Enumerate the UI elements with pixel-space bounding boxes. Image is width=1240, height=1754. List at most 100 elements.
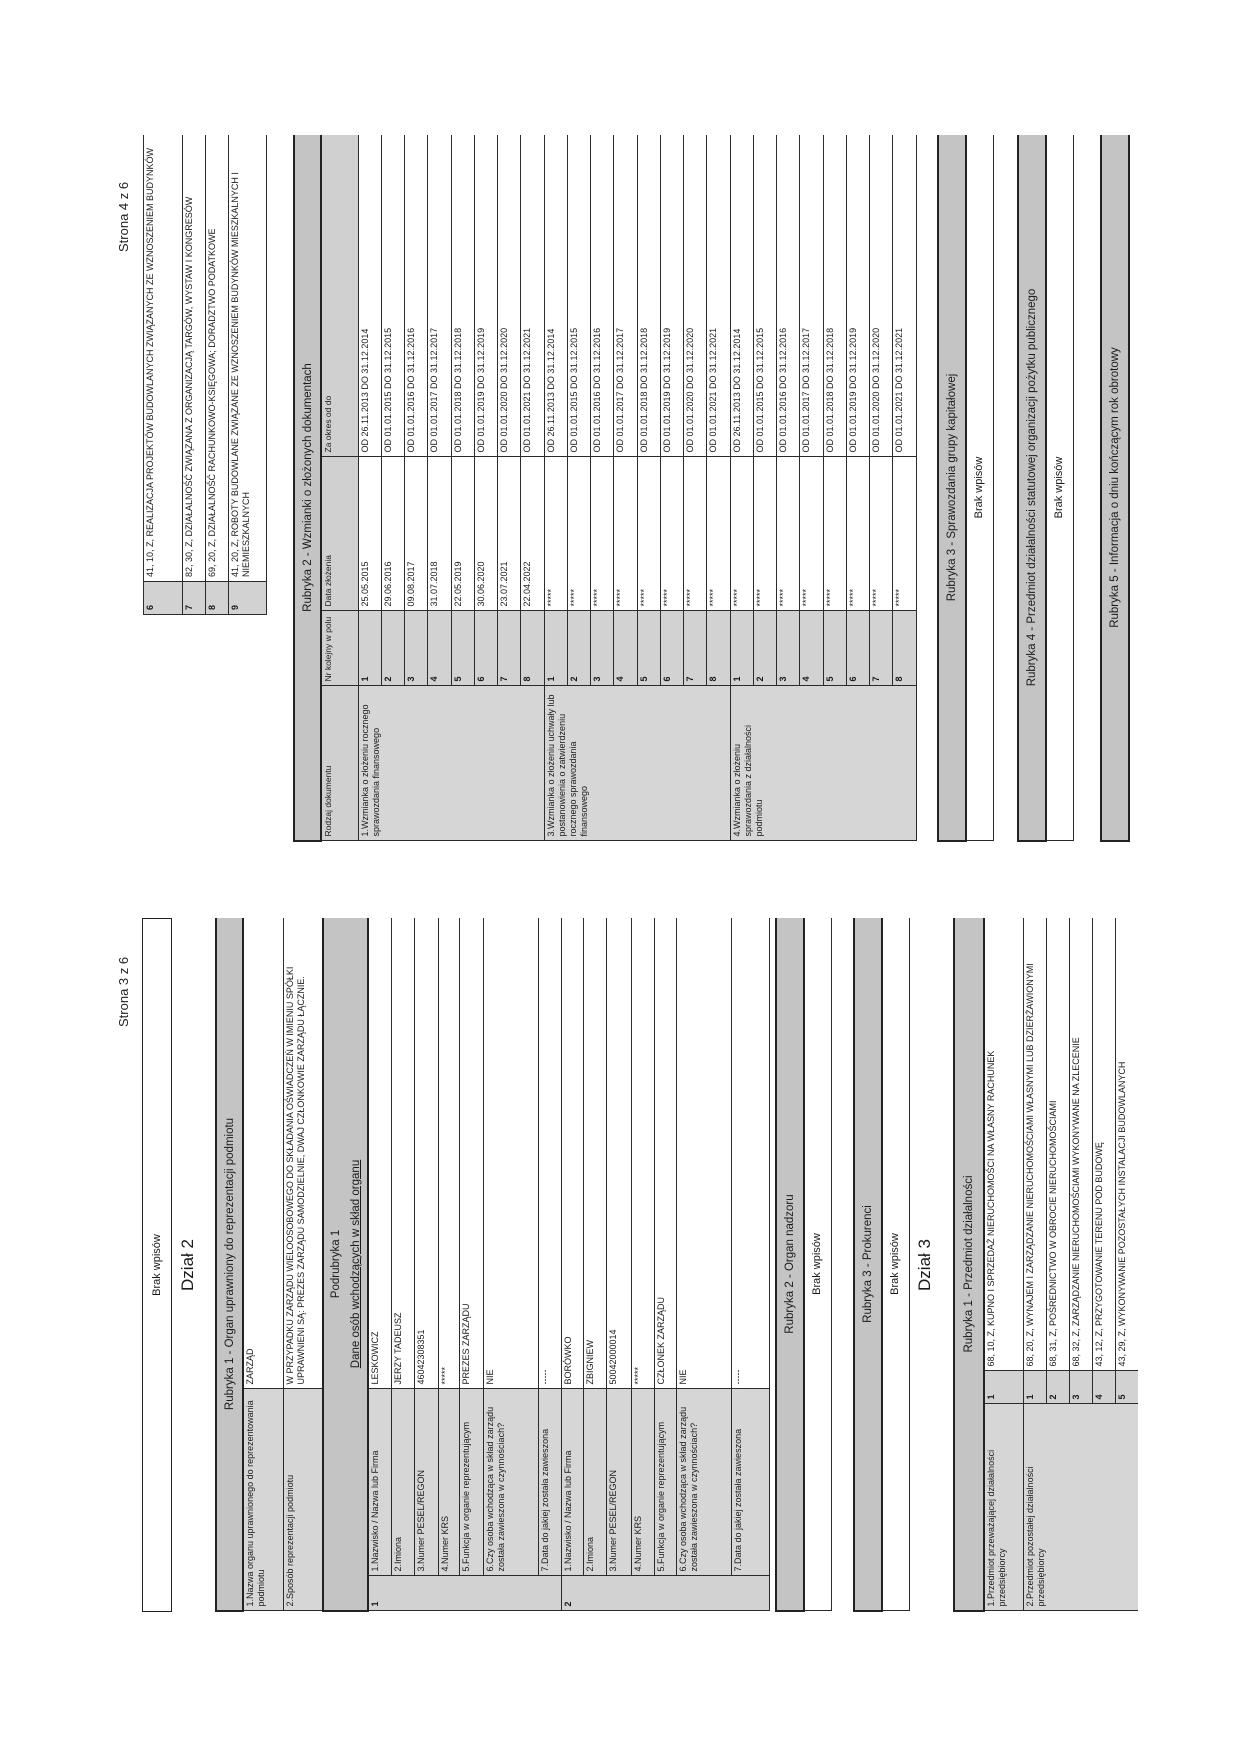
- rubryka-title: Rubryka 1 - Organ uprawniony do reprezen…: [216, 918, 243, 1611]
- person-index: 1: [368, 1576, 561, 1611]
- field-value: 50042000014: [606, 918, 631, 1389]
- entry-number: 4: [799, 611, 823, 686]
- field-label: 5.Funkcja w organie reprezentującym: [654, 1389, 676, 1576]
- field-label: 1.Nazwisko / Nazwa lub Firma: [561, 1389, 583, 1576]
- period: OD 01.01.2020 DO 31.12.2020: [683, 135, 707, 457]
- empty-note: Brak wpisów: [151, 1234, 163, 1296]
- activity-row: 2.Przedmiot pozostałej działalności prze…: [1023, 918, 1138, 1611]
- entry-number: 2: [381, 611, 405, 686]
- table-header-row: Rubryka 1 - Organ uprawniony do reprezen…: [216, 918, 243, 1611]
- item-index: 8: [205, 581, 229, 615]
- period: OD 01.01.2016 DO 31.12.2016: [776, 135, 800, 457]
- filing-date: *****: [683, 457, 707, 611]
- period: OD 01.01.2020 DO 31.12.2020: [497, 135, 521, 457]
- document-type: 3.Wzmianka o złożeniu uchwały lub postan…: [544, 686, 730, 841]
- entry-number: 6: [660, 611, 684, 686]
- entry-number: 7: [497, 611, 521, 686]
- rubryka-5-rok-obrotowy-table: Rubryka 5 - Informacja o dniu kończącym …: [1100, 135, 1130, 842]
- person-field-row: 4.Numer KRS*****: [438, 918, 459, 1611]
- column-header-okres: Za okres od do: [321, 135, 358, 457]
- filing-date: *****: [799, 457, 823, 611]
- activity-value: 68, 20, Z, WYNAJEM I ZARZĄDZANIE NIERUCH…: [1023, 918, 1046, 1371]
- field-label: 7.Data do jakiej została zawieszona: [538, 1389, 561, 1576]
- subsection-subtitle: Dane osób wchodzących w skład organu: [349, 1159, 362, 1369]
- table-header-row: Rubryka 3 - Prokurenci: [854, 918, 882, 1611]
- rubryka-1-organ-table: Rubryka 1 - Organ uprawniony do reprezen…: [215, 918, 770, 1612]
- person-field-row: 6.Czy osoba wchodząca w skład zarządu zo…: [676, 918, 731, 1611]
- field-value: ZBIGNIEW: [583, 918, 606, 1389]
- empty-note: Brak wpisów: [882, 918, 909, 1611]
- filing-date: 23.07.2021: [497, 457, 521, 611]
- filing-date: *****: [823, 457, 847, 611]
- field-label: 3.Numer PESEL/REGON: [414, 1389, 438, 1576]
- field-value: JERZY TADEUSZ: [391, 918, 414, 1389]
- field-value: -----: [538, 918, 561, 1389]
- empty-note: Brak wpisów: [804, 918, 831, 1611]
- period: OD 26.11.2013 DO 31.12.2014: [358, 135, 382, 457]
- filing-date: 22.04.2022: [520, 457, 544, 611]
- entry-number: 1: [358, 611, 382, 686]
- entry-number: 1: [730, 611, 754, 686]
- field-value: CZŁONEK ZARZĄDU: [654, 918, 676, 1389]
- rubryka-title: Rubryka 2 - Wzmianki o złożonych dokumen…: [294, 135, 321, 841]
- field-value: W PRZYPADKU ZARZĄDU WIELOOSOBOWEGO DO SK…: [283, 918, 323, 1389]
- page-number: Strona 4 z 6: [116, 181, 131, 252]
- previous-section-empty-box: Brak wpisów: [142, 918, 172, 1612]
- period: OD 01.01.2021 DO 31.12.2021: [892, 135, 916, 457]
- period: OD 01.01.2020 DO 31.12.2020: [869, 135, 893, 457]
- rubryka-title: Rubryka 3 - Sprawozdania grupy kapitałow…: [938, 135, 966, 841]
- field-label: 1.Przedmiot przeważającej działalności p…: [984, 1404, 1023, 1611]
- rubryka-title: Rubryka 2 - Organ nadzoru: [776, 918, 804, 1611]
- column-header-rodzaj: Rodzaj dokumentu: [321, 686, 358, 841]
- field-label: 4.Numer KRS: [438, 1389, 459, 1576]
- entry-number: 5: [637, 611, 661, 686]
- person-field-row: 7.Data do jakiej została zawieszona-----: [538, 918, 561, 1611]
- subsection-title: Podrubryka 1: [329, 1229, 342, 1299]
- table-header-row: Rubryka 4 - Przedmiot działalności statu…: [1018, 135, 1046, 841]
- table-header-row: Rubryka 2 - Wzmianki o złożonych dokumen…: [294, 135, 321, 841]
- period: OD 01.01.2018 DO 31.12.2018: [451, 135, 475, 457]
- table-row: Brak wpisów: [966, 135, 993, 841]
- field-value: ZARZĄD: [243, 918, 283, 1389]
- rubryka-2-wzmianki-table: Rubryka 2 - Wzmianki o złożonych dokumen…: [293, 135, 917, 842]
- field-value: 46042308351: [414, 918, 438, 1389]
- period: OD 01.01.2019 DO 31.12.2019: [846, 135, 870, 457]
- entry-number: 6: [474, 611, 498, 686]
- activity-value: 69, 20, Z, DZIAŁALNOŚĆ RACHUNKOWO-KSIĘGO…: [205, 135, 229, 582]
- activity-value: 43, 29, Z, WYKONYWANIE POZOSTAŁYCH INSTA…: [1115, 918, 1138, 1371]
- item-index: 3: [1069, 1371, 1092, 1404]
- item-index: 7: [182, 581, 206, 615]
- item-index: 2: [1046, 1371, 1069, 1404]
- filing-date: 31.07.2018: [427, 457, 451, 611]
- field-value: -----: [731, 918, 769, 1389]
- person-index: 2: [561, 1576, 769, 1611]
- document-entry-row: 1.Wzmianka o złożeniu rocznego sprawozda…: [358, 135, 544, 841]
- rubryka-3-sprawozdania-table: Rubryka 3 - Sprawozdania grupy kapitałow…: [937, 135, 994, 842]
- item-index: 1: [1023, 1371, 1046, 1404]
- entry-number: 4: [427, 611, 451, 686]
- person-field-row: 4.Numer KRS*****: [631, 918, 654, 1611]
- item-index: 5: [1115, 1371, 1138, 1404]
- document-entry-row: 4.Wzmianka o złożeniu sprawozdania z dzi…: [730, 135, 916, 841]
- filing-date: *****: [730, 457, 754, 611]
- field-label: 5.Funkcja w organie reprezentującym: [459, 1389, 483, 1576]
- period: OD 01.01.2018 DO 31.12.2018: [823, 135, 847, 457]
- entry-number: 6: [846, 611, 870, 686]
- field-value: NIE: [676, 918, 731, 1389]
- field-label: 3.Numer PESEL/REGON: [606, 1389, 631, 1576]
- period: OD 01.01.2021 DO 31.12.2021: [706, 135, 730, 457]
- table-row: 1.Przedmiot przeważającej działalności p…: [984, 918, 1023, 1611]
- entry-number: 4: [613, 611, 637, 686]
- period: OD 01.01.2016 DO 31.12.2016: [404, 135, 428, 457]
- activity-value: 43, 12, Z, PRZYGOTOWANIE TERENU POD BUDO…: [1092, 918, 1115, 1371]
- field-label: 2.Przedmiot pozostałej działalności prze…: [1023, 1404, 1138, 1611]
